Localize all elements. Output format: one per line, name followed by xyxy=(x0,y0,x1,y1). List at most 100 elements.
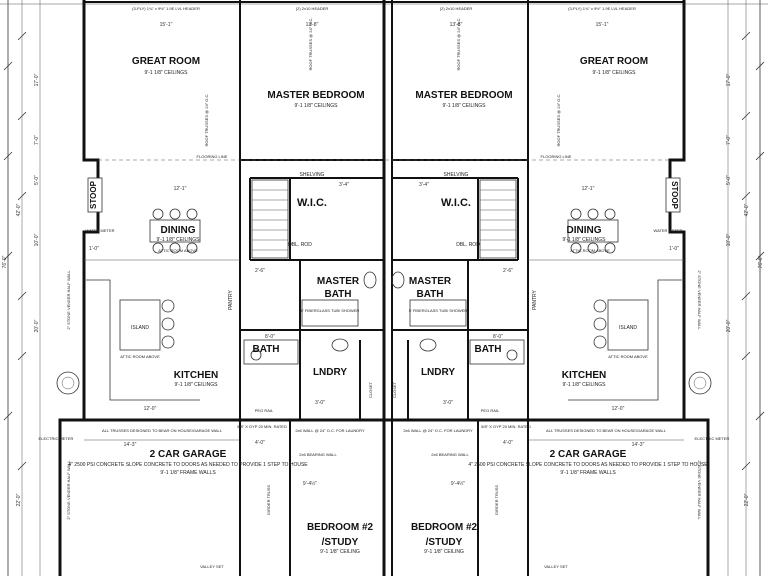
great-room-label-right: GREAT ROOM xyxy=(580,56,648,67)
dim-garage-width-left: 14'-3" xyxy=(124,442,137,448)
kitchen-ceiling-left: 9'-1 1/8" CEILINGS xyxy=(174,382,218,388)
roof-trusses-gr-right: ROOF TRUSSES @ 24" O.C. xyxy=(556,94,561,147)
dimension-ticks xyxy=(3,31,765,471)
garage-label-right: 2 CAR GARAGE xyxy=(550,449,627,460)
flooring-line-label-left: FLOORING LINE xyxy=(197,154,228,159)
dim-meter-left: 1'-0" xyxy=(89,246,99,252)
island-left xyxy=(119,299,175,351)
dim-dining-depth-left: 10'-0" xyxy=(34,233,40,246)
dim-great-depth-right: 17'-0" xyxy=(726,73,732,86)
water-meter-left: WATER METER xyxy=(85,228,114,233)
bath-label-left: BATH xyxy=(252,344,279,355)
dim-bath-width-right: 8'-0" xyxy=(493,334,503,340)
vent-icons xyxy=(56,371,712,395)
dbl-rod-right: DBL. ROD xyxy=(456,242,480,248)
shelving-label-right: SHELVING xyxy=(444,172,469,178)
master-bath-label-left-1: MASTER xyxy=(317,276,360,287)
water-meter-right: WATER METER xyxy=(653,228,682,233)
dining-ceiling-left: 9'-1 1/8" CEILINGS xyxy=(156,237,200,243)
dining-label-right: DINING xyxy=(567,225,602,236)
garage-slab-note-left: 4" 2500 PSI CONCRETE SLOPE CONCRETE TO D… xyxy=(68,462,308,468)
dim-garage-depth-right: 22'-0" xyxy=(744,493,750,506)
master-bath-label-left-2: BATH xyxy=(324,289,351,300)
dim-laundry-right: 3'-0" xyxy=(443,400,453,406)
dim-house-depth-left: 42'-0" xyxy=(16,203,22,216)
dim-hall-left: 4'-0" xyxy=(255,440,265,446)
fire-rated-note-left: 5/8" X GYP 20 MIN. RATED xyxy=(237,424,287,429)
master-bedroom-ceiling-right: 9'-1 1/8" CEILINGS xyxy=(442,103,486,109)
header-2x10-left: (2) 2x10 HEADER xyxy=(296,6,329,11)
master-bedroom-label-right: MASTER BEDROOM xyxy=(415,90,512,101)
attic-note-kitchen-right: ATTIC ROOM ABOVE xyxy=(608,354,648,359)
peg-rail-right: PEG RAIL xyxy=(481,408,500,413)
stone-veneer-note-left: 2" STONE VENEER HALF WALL xyxy=(66,270,71,330)
bearing-wall-note-right: 2x6 BEARING WALL xyxy=(431,452,469,457)
dim-meter-right: 1'-0" xyxy=(669,246,679,252)
garage-slab-note-right: 4" 2500 PSI CONCRETE SLOPE CONCRETE TO D… xyxy=(468,462,708,468)
dbl-rod-left: DBL. ROD xyxy=(288,242,312,248)
dim-garage-depth-left: 22'-0" xyxy=(16,493,22,506)
dim-overall-right: 76'-0" xyxy=(758,255,764,268)
island-label-left: ISLAND xyxy=(131,325,149,331)
peg-rail-left: PEG RAIL xyxy=(255,408,274,413)
exterior-walls xyxy=(58,0,710,576)
pantry-label-right: PANTRY xyxy=(532,289,538,309)
master-bedroom-label-left: MASTER BEDROOM xyxy=(267,90,364,101)
closet-note-right: CLOSET xyxy=(392,381,397,398)
kitchen-ceiling-right: 9'-1 1/8" CEILINGS xyxy=(562,382,606,388)
roof-trusses-note-left: ROOF TRUSSES @ 24" O.C. xyxy=(308,18,313,71)
garage-walls-note-left: 9'-1 1/8" FRAME WALLS xyxy=(160,470,216,476)
bedroom2-label-left-1: BEDROOM #2 xyxy=(307,522,374,533)
island-right xyxy=(593,299,649,351)
dim-master-width-left: 13'-8" xyxy=(306,22,319,28)
bedroom2-ceiling-left: 9'-1 1/8" CEILING xyxy=(320,549,360,555)
roof-trusses-gr-left: ROOF TRUSSES @ 24" O.C. xyxy=(204,94,209,147)
laundry-wall-note-left: 2x6 WALL @ 24" O.C. FOR LAUNDRY xyxy=(295,428,365,433)
garage-walls-note-right: 9'-1 1/8" FRAME WALLS xyxy=(560,470,616,476)
header-note-right: (3-PLY) 1¾" x 9½" 1.9E LVL HEADER xyxy=(568,6,636,11)
dining-table-left xyxy=(149,208,201,254)
island-label-right: ISLAND xyxy=(619,325,637,331)
closet-note-left: CLOSET xyxy=(368,381,373,398)
dining-table-right xyxy=(567,208,619,254)
dim-entry-depth-right: 7'-0" xyxy=(726,135,732,145)
laundry-label-left: LNDRY xyxy=(313,367,347,378)
roof-trusses-note-right: ROOF TRUSSES @ 24" O.C. xyxy=(456,18,461,71)
great-room-ceiling-right: 9'-1 1/8" CEILINGS xyxy=(592,70,636,76)
dim-hall-right: 4'-0" xyxy=(503,440,513,446)
kitchen-label-left: KITCHEN xyxy=(174,370,218,381)
dining-label-left: DINING xyxy=(161,225,196,236)
garage-label-left: 2 CAR GARAGE xyxy=(150,449,227,460)
dim-great-depth-left: 17'-0" xyxy=(34,73,40,86)
laundry-label-right: LNDRY xyxy=(421,367,455,378)
dim-stoop-depth-right: 5'-0" xyxy=(726,175,732,185)
valley-set-left: VALLEY SET xyxy=(200,564,224,569)
valley-set-right: VALLEY SET xyxy=(544,564,568,569)
master-bath-label-right-1: MASTER xyxy=(409,276,452,287)
master-bath-label-right-2: BATH xyxy=(416,289,443,300)
dining-ceiling-right: 9'-1 1/8" CEILINGS xyxy=(562,237,606,243)
shelving-label-left: SHELVING xyxy=(300,172,325,178)
tub-note-left: 5' FIBERGLASS TUB/ SHOWER xyxy=(301,308,360,313)
trusses-bear-note-left: ALL TRUSSES DESIGNED TO BEAR ON HOUSE/GA… xyxy=(102,428,223,433)
header-2x10-right: (2) 2x10 HEADER xyxy=(440,6,473,11)
dim-closet-left: 2'-6" xyxy=(255,268,265,274)
stone-veneer-note-right: 2" STONE VENEER HALF WALL xyxy=(697,270,702,330)
dim-house-depth-right: 42'-0" xyxy=(744,203,750,216)
dim-dining-depth-right: 10'-0" xyxy=(726,233,732,246)
tub-note-right: 5' FIBERGLASS TUB/ SHOWER xyxy=(409,308,468,313)
great-room-ceiling-left: 9'-1 1/8" CEILINGS xyxy=(144,70,188,76)
electric-meter-left: ELECTRIC METER xyxy=(39,436,74,441)
dim-garage-width-right: 14'-3" xyxy=(632,442,645,448)
attic-note-dining-left: ATTIC ROOM ABOVE xyxy=(158,248,198,253)
stairs-right xyxy=(479,179,517,259)
bedroom2-label-left-2: /STUDY xyxy=(322,537,359,548)
counters xyxy=(86,279,682,401)
header-note-left: (3-PLY) 1¾" x 9½" 1.9E LVL HEADER xyxy=(132,6,200,11)
dim-dining-width-left: 12'-1" xyxy=(174,186,187,192)
dim-kitchen-depth-left: 20'-0" xyxy=(34,319,40,332)
bedroom2-label-right-1: BEDROOM #2 xyxy=(411,522,478,533)
dim-bath-width-left: 8'-0" xyxy=(265,334,275,340)
